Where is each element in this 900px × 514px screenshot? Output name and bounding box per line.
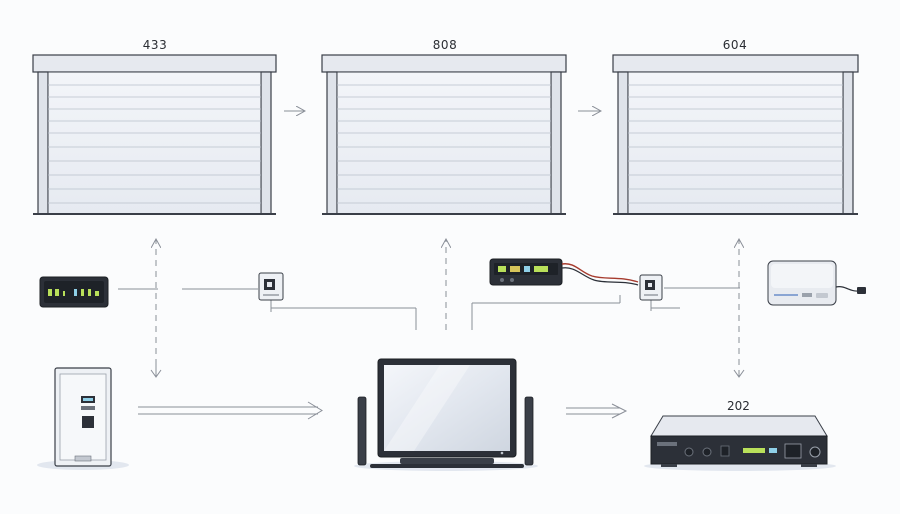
thermostat-icon bbox=[39, 276, 109, 308]
lcd-segment bbox=[74, 289, 77, 296]
arrow-tip bbox=[733, 369, 745, 378]
status-led bbox=[524, 266, 530, 272]
cable bbox=[561, 267, 639, 286]
lcd-segment bbox=[95, 291, 99, 296]
speaker-icon bbox=[357, 396, 534, 466]
roller-door-icon bbox=[32, 54, 277, 215]
arrow-tip bbox=[150, 369, 162, 378]
door-label-2: 808 bbox=[432, 38, 458, 52]
television-icon bbox=[370, 358, 524, 468]
status-led bbox=[510, 266, 520, 272]
wall-socket-icon bbox=[258, 272, 284, 301]
receiver-label: 202 bbox=[727, 399, 750, 413]
electrical-panel-icon bbox=[54, 367, 112, 467]
lcd-segment bbox=[48, 289, 52, 296]
status-led bbox=[498, 266, 506, 272]
bottom-flow-arrows bbox=[138, 401, 628, 420]
sensor-hub-icon bbox=[489, 258, 563, 286]
door-label-3: 604 bbox=[722, 38, 748, 52]
door-label-1: 433 bbox=[142, 38, 168, 52]
sensor-hub-icon bbox=[767, 260, 837, 306]
lcd-segment bbox=[63, 291, 65, 296]
status-led bbox=[534, 266, 548, 272]
lcd-segment bbox=[55, 289, 59, 296]
cable bbox=[561, 263, 639, 283]
roller-door-icon bbox=[612, 54, 859, 215]
cable bbox=[835, 286, 859, 292]
wall-socket-icon bbox=[639, 274, 663, 301]
av-receiver-icon bbox=[650, 415, 828, 467]
lcd-segment bbox=[81, 289, 84, 296]
connector-lines bbox=[118, 287, 740, 330]
vertical-dashed-arrows bbox=[156, 240, 739, 376]
lcd-segment bbox=[88, 289, 91, 296]
plug-icon bbox=[857, 287, 866, 294]
roller-door-icon bbox=[321, 54, 567, 215]
